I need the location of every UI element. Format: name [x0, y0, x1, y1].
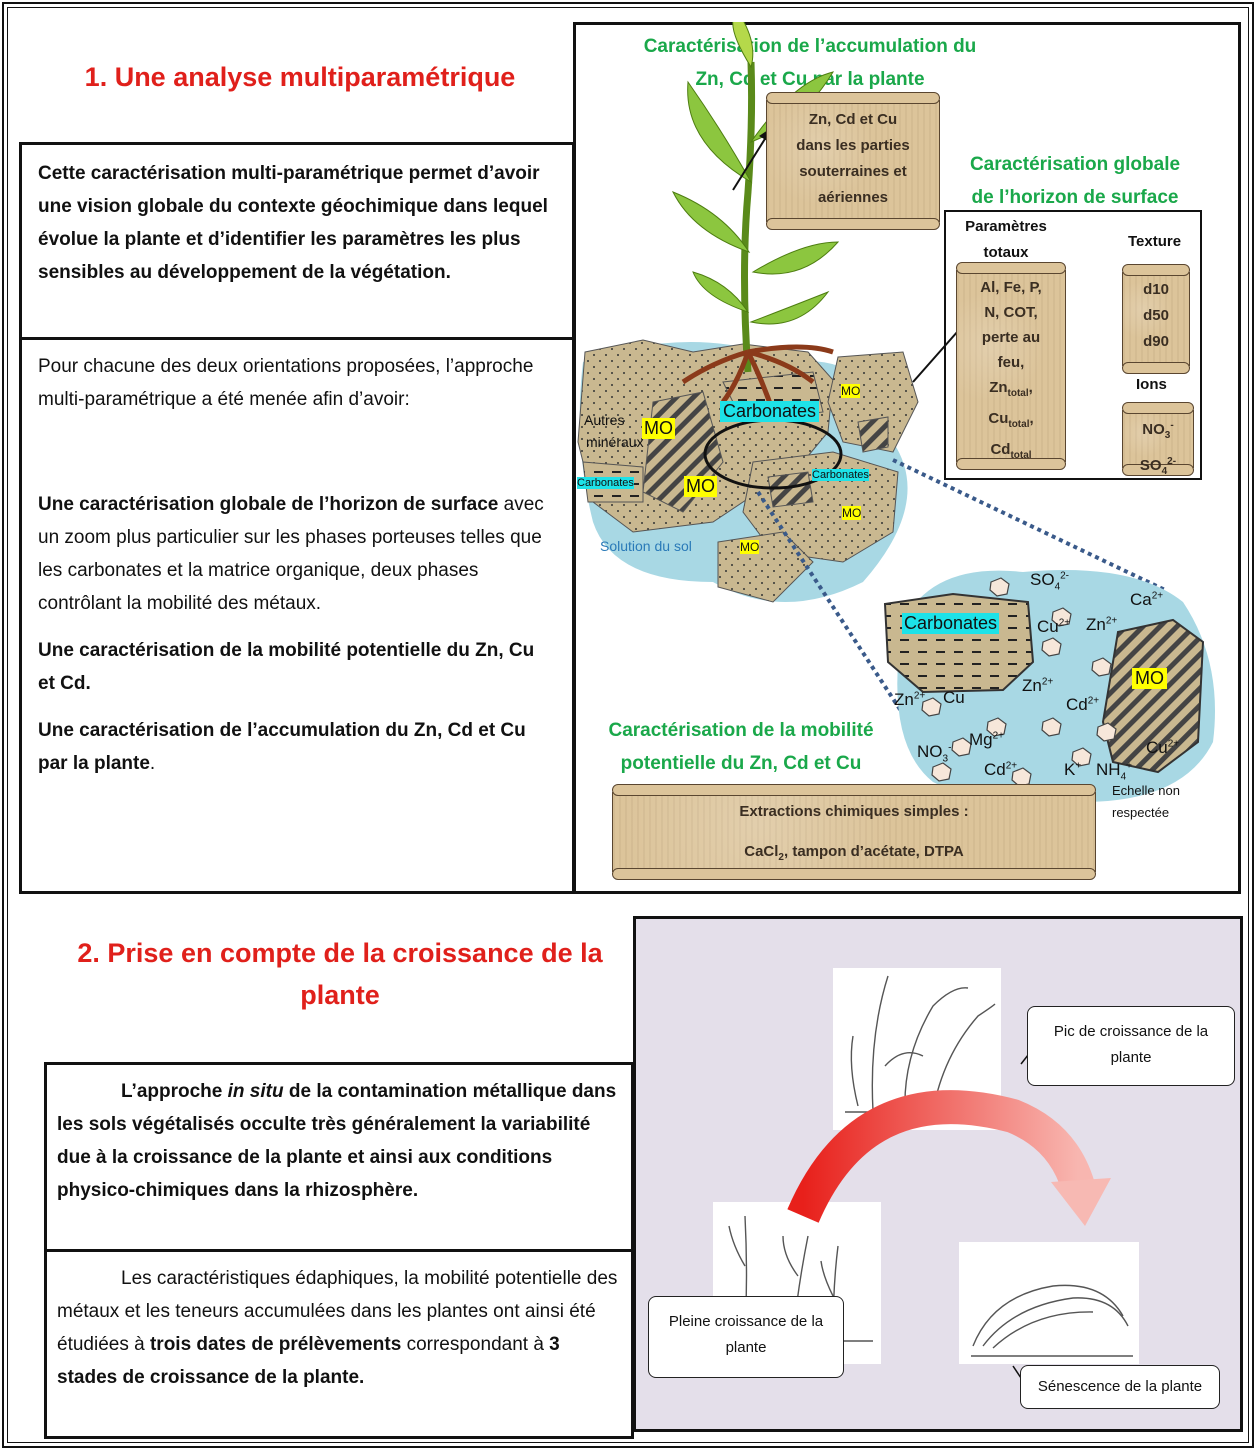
- ion-nh4: NH4+: [1096, 760, 1132, 783]
- plant-roots: [681, 344, 834, 413]
- ion-zn: Zn2+: [1022, 676, 1054, 695]
- ion-particles: [921, 577, 1117, 787]
- ion-zn: Zn2+: [1086, 615, 1118, 634]
- ion-cd: Cd2+: [984, 760, 1018, 779]
- section2-box1: L’approche in situ de la contamination m…: [44, 1062, 634, 1252]
- label-mo: MO: [842, 506, 862, 520]
- zoom-carbonate: [883, 592, 1035, 694]
- plant-leaf: [751, 241, 840, 275]
- label-mo: MO: [740, 540, 760, 554]
- label-autres: Autres: [584, 412, 625, 428]
- ions-scroll: NO3- SO42-: [1122, 402, 1194, 477]
- ion-cu: Cu: [943, 688, 965, 707]
- section1-title: 1. Une analyse multiparamétrique: [84, 62, 516, 92]
- section1-summary-text: Cette caractérisation multi-paramétrique…: [38, 163, 548, 283]
- growth-arrow: [787, 1090, 1095, 1223]
- ion-cu: Cu2+: [1037, 617, 1071, 636]
- ion-mg: Mg2+: [969, 730, 1005, 749]
- label-mo: MO: [642, 418, 675, 439]
- params-scroll: Al, Fe, P, N, COT, perte au feu, Zntotal…: [956, 262, 1066, 470]
- ion-cu: Cu2+: [1146, 738, 1180, 757]
- accumulation-scroll: Zn, Cd et Cu dans les parties souterrain…: [766, 92, 940, 230]
- section2-box2: Les caractéristiques édaphiques, la mobi…: [44, 1249, 634, 1439]
- extractions-scroll: Extractions chimiques simples : CaCl2, t…: [612, 784, 1096, 880]
- zoom-line: [756, 490, 920, 739]
- ion-zn: Zn2+: [894, 690, 926, 709]
- ion-k: K+: [1064, 760, 1082, 779]
- ions-title: Ions: [1136, 376, 1167, 393]
- callout-peak: Pic de croissance de la plante: [1027, 1006, 1235, 1086]
- plant-leaf: [671, 191, 751, 253]
- label-mo: MO: [684, 476, 717, 497]
- texture-scroll: d10 d50 d90: [1122, 264, 1190, 374]
- label-carbonates-zoom: Carbonates: [902, 613, 1000, 634]
- arrow: [732, 133, 769, 191]
- ion-no3: NO3-: [917, 742, 952, 765]
- mo-stripes: [767, 471, 814, 508]
- global-box: [944, 210, 1202, 480]
- section2-title: 2. Prise en compte de la croissance de l…: [77, 938, 603, 1010]
- section1-intro: Pour chacune des deux orientations propo…: [38, 356, 534, 410]
- plant-leaf: [749, 290, 830, 325]
- soil-plant-illustration: [577, 22, 1215, 805]
- page-frame-inner: [7, 7, 1249, 1443]
- plant-stem: [741, 61, 756, 373]
- callout-full-growth: Pleine croissance de la plante: [648, 1296, 844, 1378]
- plant-leaf: [692, 271, 750, 313]
- section1-detail-box: Pour chacune des deux orientations propo…: [19, 337, 575, 894]
- soil-aggregate: [827, 351, 919, 453]
- ion-ca: Ca2+: [1130, 590, 1164, 609]
- label-solution: Solution du sol: [600, 538, 692, 554]
- plant-leaf: [687, 80, 753, 184]
- section1-summary-box: Cette caractérisation multi-paramétrique…: [19, 142, 575, 340]
- growth-arrow-head: [1051, 1178, 1111, 1226]
- label-mineraux: minéraux: [586, 434, 644, 450]
- section1-item1: Une caractérisation globale de l’horizon…: [38, 494, 544, 614]
- ion-cd: Cd2+: [1066, 695, 1100, 714]
- label-carbonates: Carbonates: [812, 469, 869, 481]
- callout-senescence: Sénescence de la plante: [1020, 1365, 1220, 1409]
- label-carbonates: Carbonates: [720, 401, 820, 422]
- ion-so4: SO42-: [1030, 570, 1070, 593]
- mo-stripes: [857, 416, 889, 453]
- zoom-line: [892, 458, 1166, 592]
- label-mo: MO: [841, 384, 861, 398]
- label-mo-zoom: MO: [1132, 668, 1167, 689]
- texture-title: Texture: [1128, 233, 1182, 250]
- diagram1-frame: [573, 22, 1241, 894]
- plant-leaf: [732, 22, 754, 69]
- label-carbonates: Carbonates: [577, 477, 634, 489]
- section1-item3: Une caractérisation de l’accumulation du…: [38, 720, 526, 774]
- section1-item2: Une caractérisation de la mobilité poten…: [38, 640, 535, 694]
- growth-stages-illustration: [702, 968, 1139, 1385]
